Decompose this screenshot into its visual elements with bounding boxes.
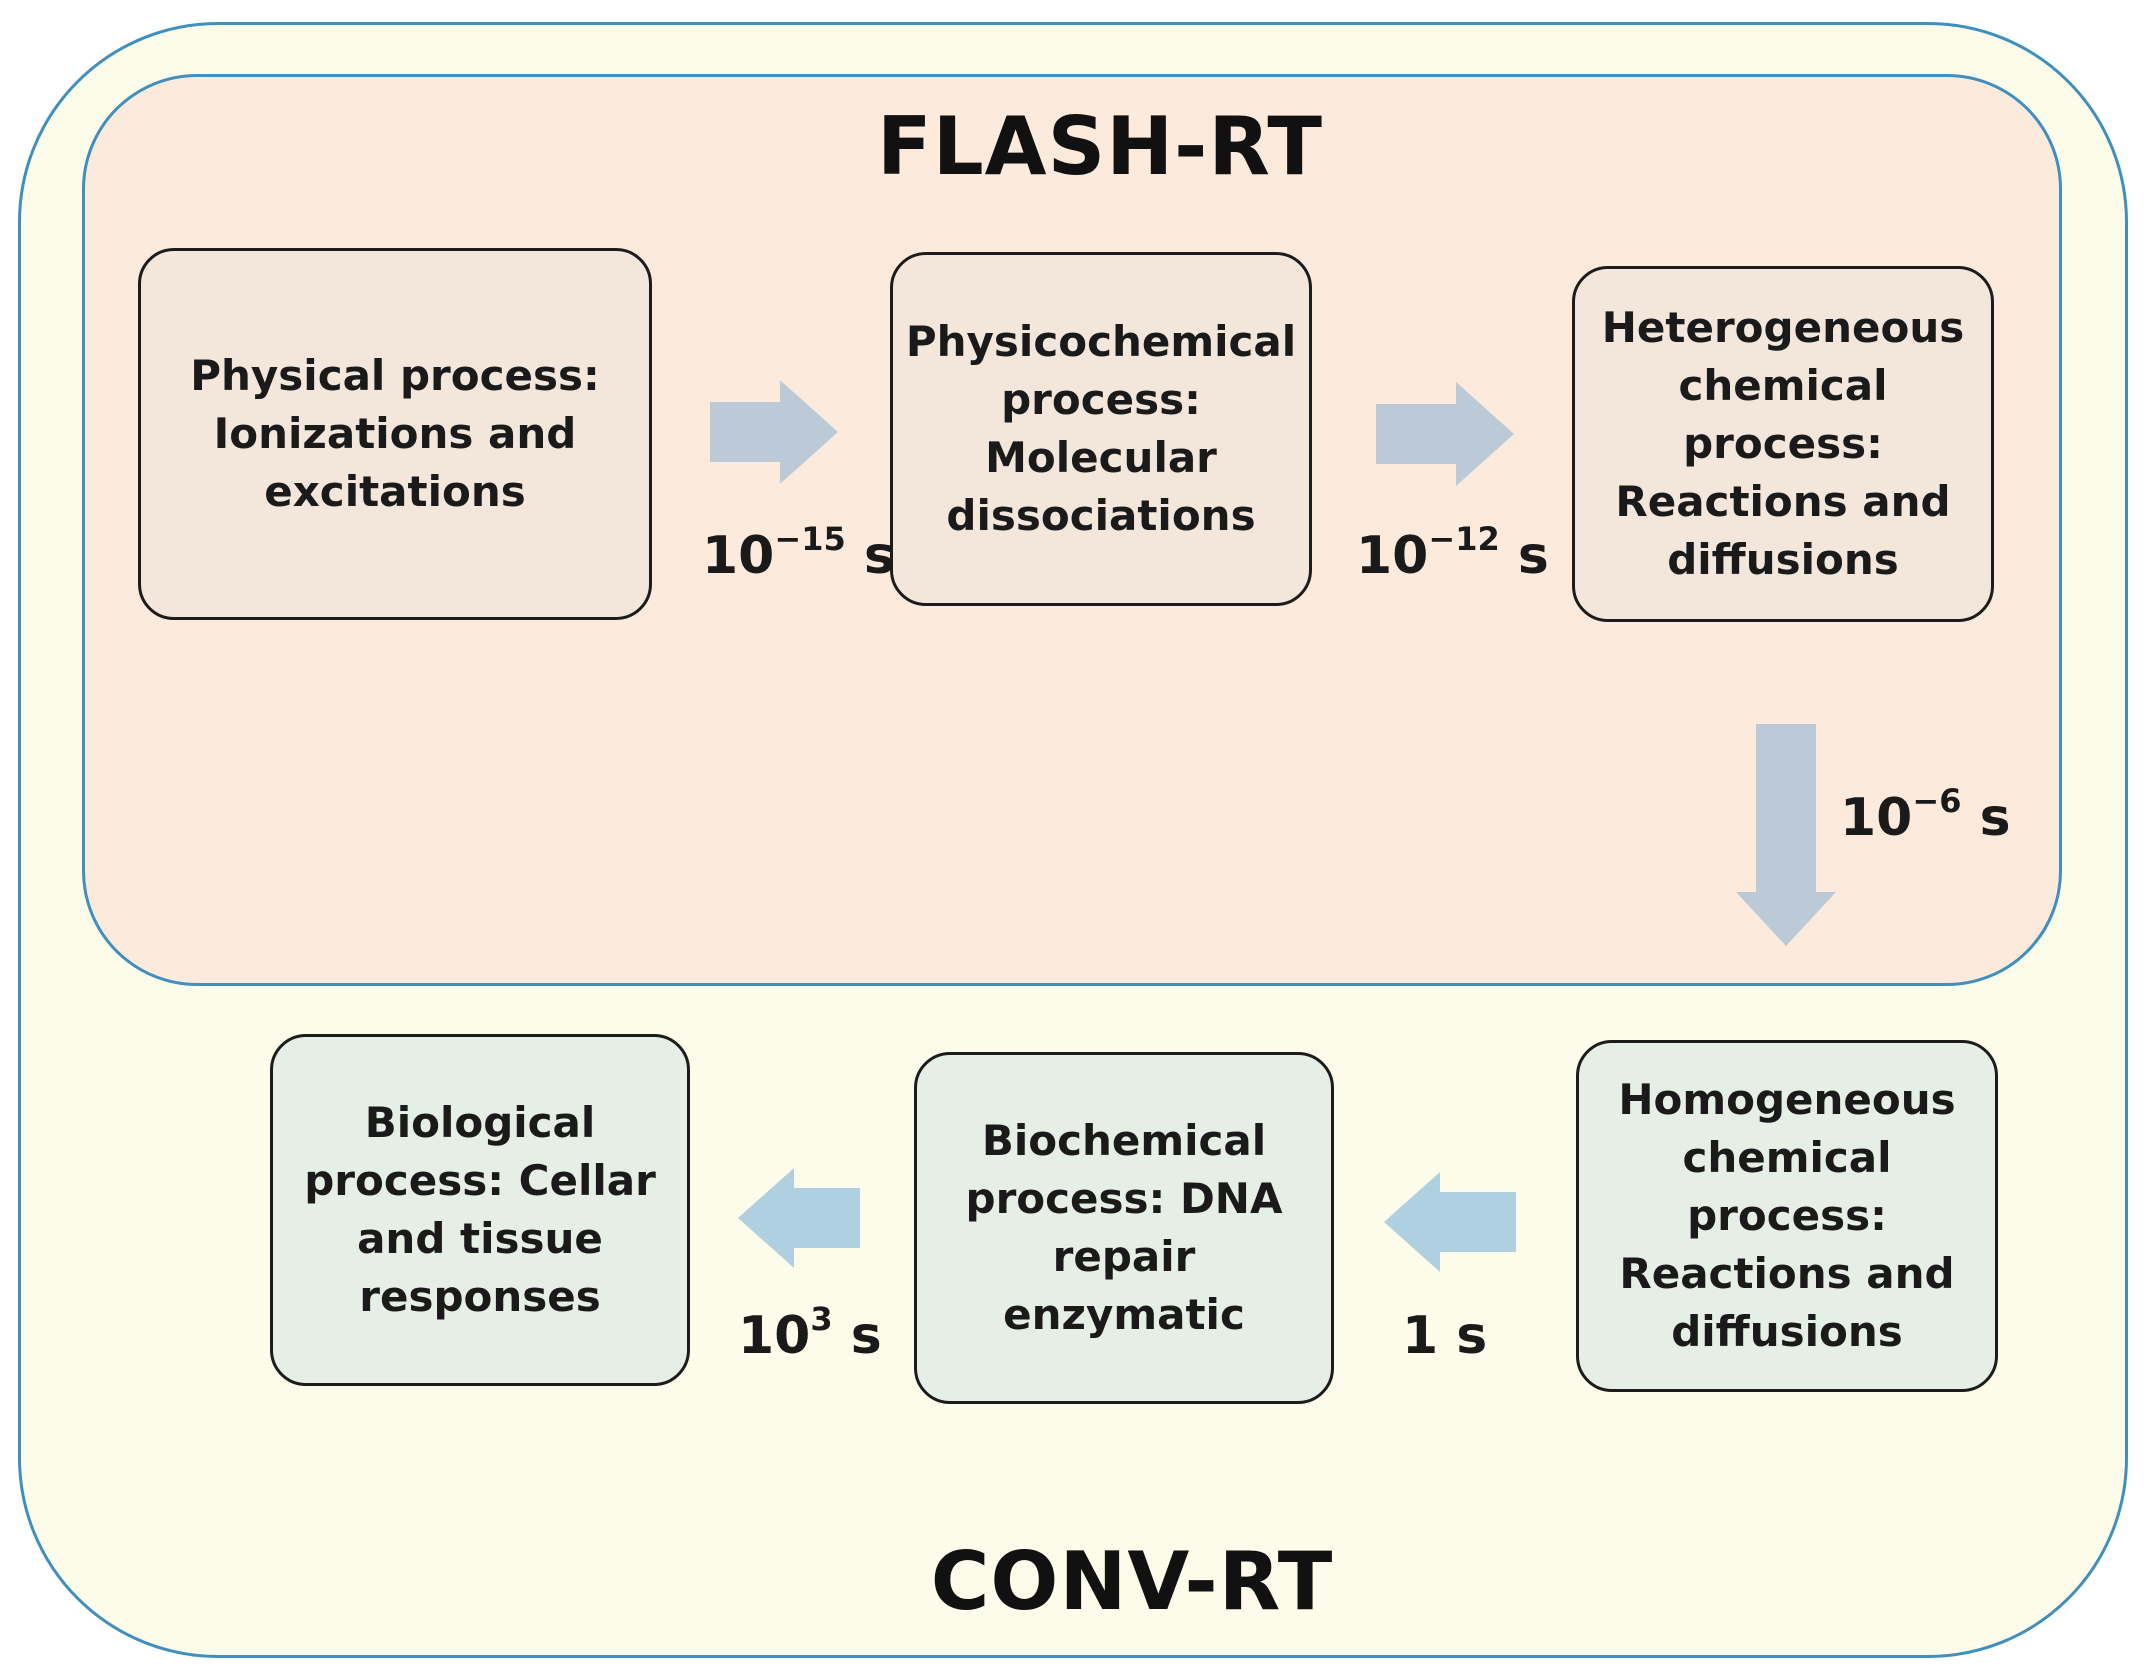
time-label-1s: 1 s xyxy=(1402,1306,1488,1366)
time-label-1e-15: 10−15 s xyxy=(702,520,895,586)
left-arrow-icon xyxy=(1384,1172,1516,1272)
physical-process-box: Physical process: Ionizations and excita… xyxy=(138,248,652,620)
physicochemical-process-box: Physicochemical process: Molecular disso… xyxy=(890,252,1312,606)
conv-rt-title: CONV-RT xyxy=(930,1535,1334,1628)
right-arrow-icon xyxy=(710,380,838,484)
biochemical-process-box: Biochemical process: DNA repair enzymati… xyxy=(914,1052,1334,1404)
heterogeneous-chemical-process-box: Heterogeneous chemical process: Reaction… xyxy=(1572,266,1994,622)
time-label-1e-6: 10−6 s xyxy=(1840,782,2011,848)
left-arrow-icon xyxy=(738,1168,860,1268)
time-label-1e3: 103 s xyxy=(738,1300,882,1366)
flash-rt-title: FLASH-RT xyxy=(877,100,1323,193)
right-arrow-icon xyxy=(1376,382,1514,486)
down-arrow-icon xyxy=(1736,724,1836,946)
biological-process-box: Biological process: Cellar and tissue re… xyxy=(270,1034,690,1386)
homogeneous-chemical-process-box: Homogeneous chemical process: Reactions … xyxy=(1576,1040,1998,1392)
time-label-1e-12: 10−12 s xyxy=(1356,520,1549,586)
